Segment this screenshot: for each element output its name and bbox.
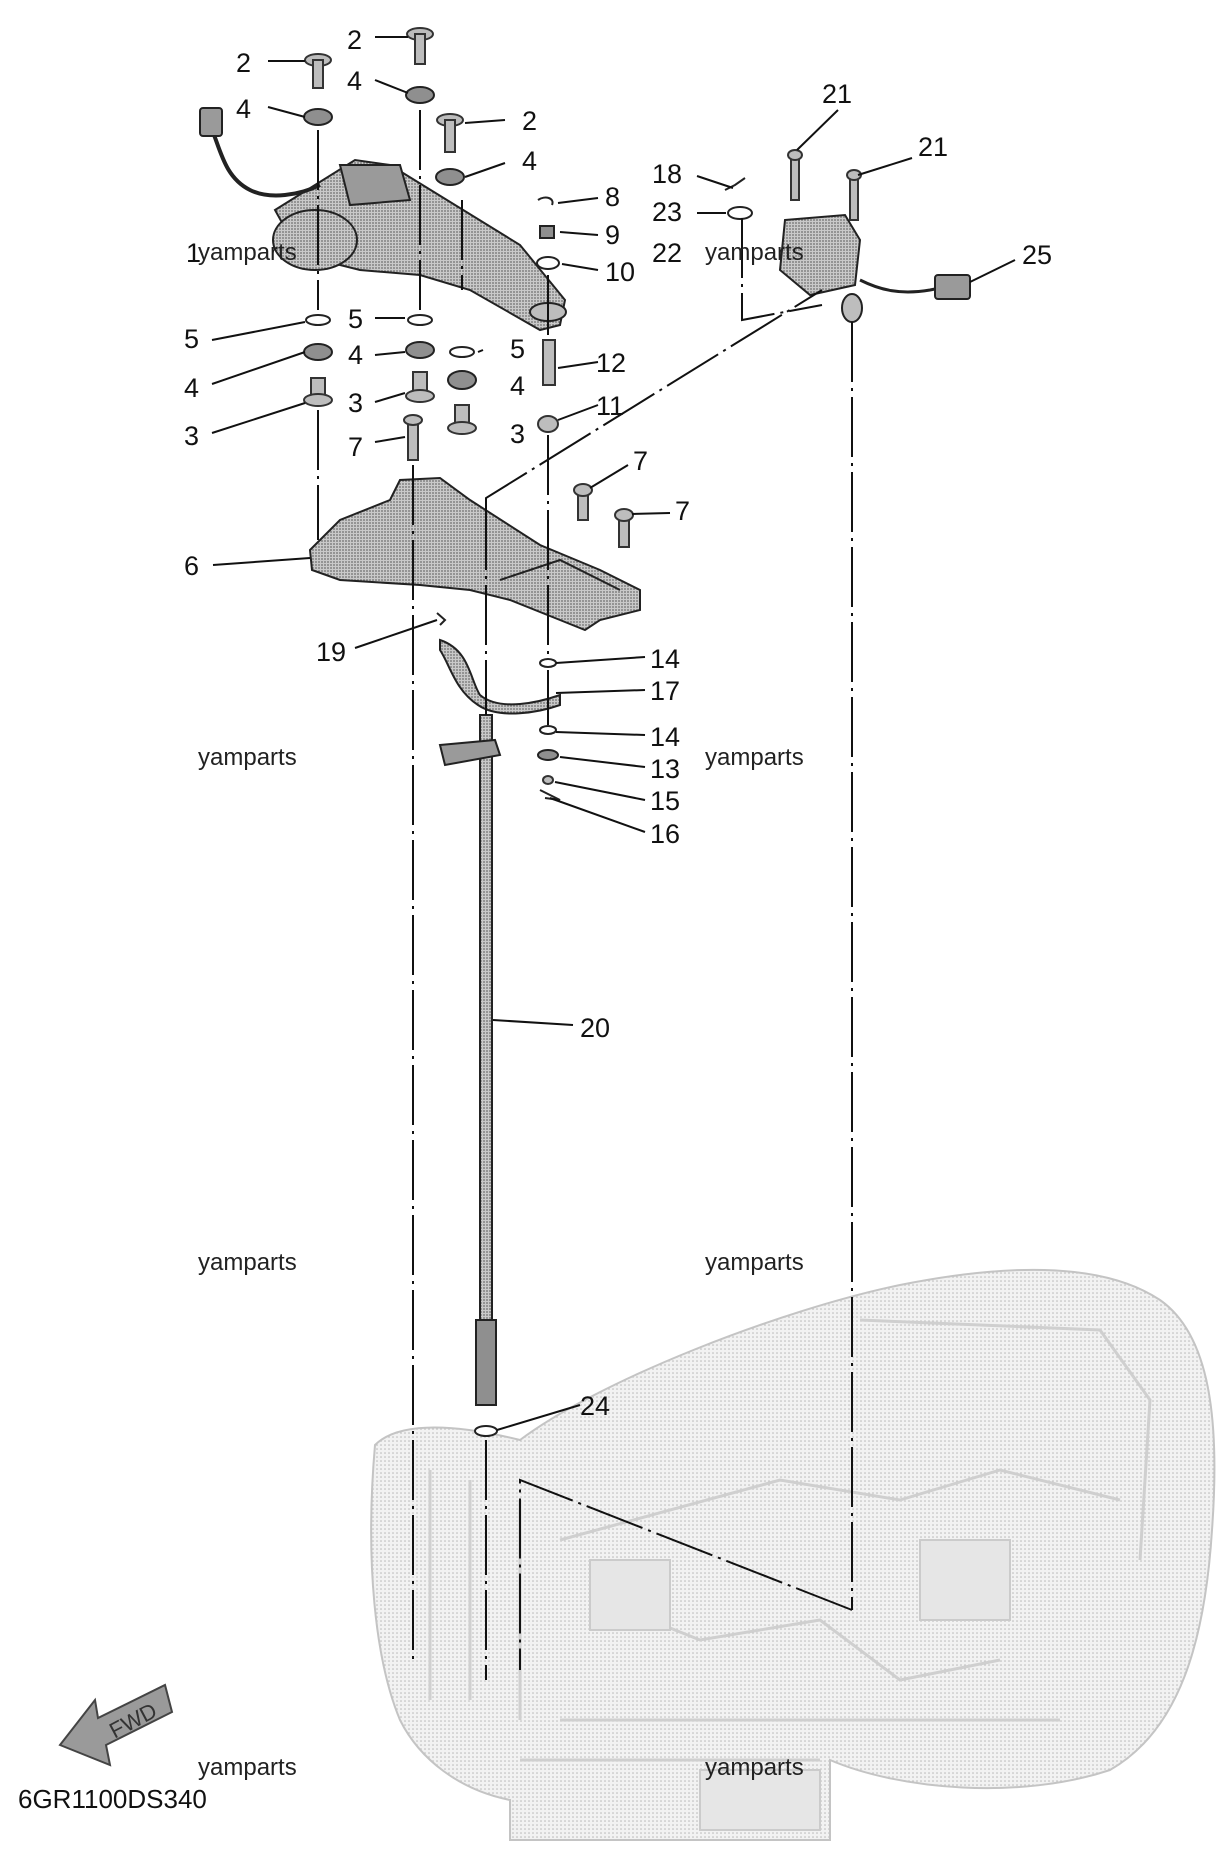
callout-2: 2	[236, 48, 251, 78]
callout-7: 7	[348, 432, 363, 462]
shift-position-sensor	[778, 213, 971, 323]
bottom-cowling	[370, 1268, 1216, 1841]
callout-24: 24	[580, 1391, 610, 1421]
callout-17: 17	[650, 676, 680, 706]
callout-15: 15	[650, 786, 680, 816]
watermark-text: yamparts	[705, 1754, 804, 1781]
callout-21: 21	[822, 79, 852, 109]
callout-3: 3	[184, 421, 199, 451]
leader-lines	[211, 36, 1016, 1680]
diagram-code: 6GR1100DS340	[18, 1784, 207, 1814]
fwd-arrow-icon: FWD	[58, 1683, 174, 1767]
shift-actuator-motor	[199, 107, 567, 332]
callout-5: 5	[184, 324, 199, 354]
hardware	[303, 27, 862, 801]
callout-10: 10	[605, 257, 635, 287]
callout-1: 1	[186, 238, 201, 268]
watermark-text: yamparts	[705, 239, 804, 266]
callout-3: 3	[348, 388, 363, 418]
shift-bracket	[308, 476, 641, 632]
callout-4: 4	[510, 371, 525, 401]
callout-4: 4	[236, 94, 251, 124]
watermark-text: yamparts	[198, 1754, 297, 1781]
callout-25: 25	[1022, 240, 1052, 270]
callout-6: 6	[184, 551, 199, 581]
watermark-text: yamparts	[705, 1249, 804, 1276]
callout-16: 16	[650, 819, 680, 849]
callout-2: 2	[522, 106, 537, 136]
watermark-text: yamparts	[198, 744, 297, 771]
callout-19: 19	[316, 637, 346, 667]
callout-9: 9	[605, 220, 620, 250]
watermarks: yamparts yamparts yamparts yamparts yamp…	[198, 239, 804, 1781]
callout-20: 20	[580, 1013, 610, 1043]
callout-11: 11	[596, 391, 624, 421]
callout-12: 12	[596, 348, 626, 378]
callouts: 1 2 2 2 3 3 3 4 4 4 4 4 4 5 5 5 6 7 7 7 …	[184, 25, 1052, 1421]
callout-2: 2	[347, 25, 362, 55]
callout-4: 4	[184, 373, 199, 403]
shift-lever	[439, 638, 561, 715]
callout-18: 18	[652, 159, 682, 189]
callout-14: 14	[650, 644, 680, 674]
callout-7: 7	[633, 446, 648, 476]
callout-4: 4	[347, 66, 362, 96]
callout-21: 21	[918, 132, 948, 162]
callout-4: 4	[522, 146, 537, 176]
callout-14: 14	[650, 722, 680, 752]
callout-22: 22	[652, 238, 682, 268]
callout-23: 23	[652, 197, 682, 227]
shift-rod	[438, 714, 502, 1437]
callout-13: 13	[650, 754, 680, 784]
callout-7: 7	[675, 496, 690, 526]
callout-8: 8	[605, 182, 620, 212]
callout-4: 4	[348, 340, 363, 370]
callout-5: 5	[510, 334, 525, 364]
watermark-text: yamparts	[705, 744, 804, 771]
callout-3: 3	[510, 419, 525, 449]
watermark-text: yamparts	[198, 1249, 297, 1276]
watermark-text: yamparts	[198, 239, 297, 266]
callout-5: 5	[348, 304, 363, 334]
